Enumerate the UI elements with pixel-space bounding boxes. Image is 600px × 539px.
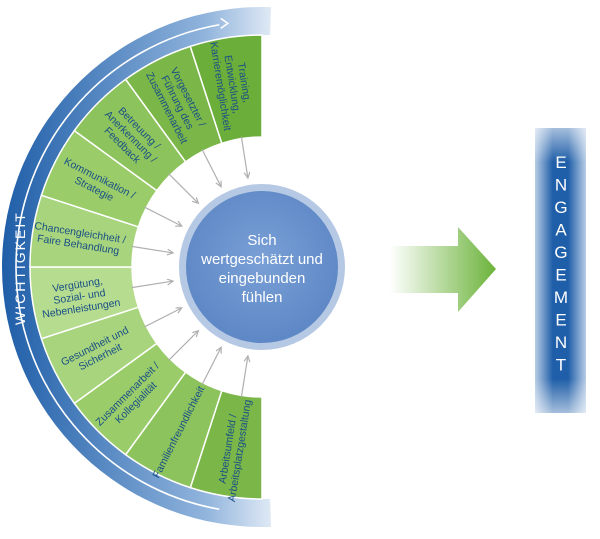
factor-segment: Familienfreundlichkeit [124, 371, 223, 489]
factor-segment: Vergütung,Sozial- undNebenleistungen [29, 266, 140, 340]
center-circle: Sich wertgeschätzt und eingebunden fühle… [179, 184, 345, 350]
center-line-1: Sich [247, 232, 276, 249]
factor-arrows [131, 136, 248, 398]
factor-segment: Betreuung /Anerkennung /Feedback [73, 78, 187, 192]
engagement-letter: G [554, 198, 567, 217]
factor-arrow [131, 281, 173, 289]
factor-segment-shape [189, 34, 263, 145]
factor-arrow [240, 136, 248, 178]
engagement-letter: E [555, 266, 566, 285]
factor-segment: Gesundheit undSicherheit [40, 306, 158, 405]
factor-arrow [144, 206, 181, 226]
factor-arrow [131, 245, 173, 253]
engagement-letter: T [556, 356, 566, 375]
factor-arrow [168, 331, 199, 361]
center-line-3: eingebunden [219, 270, 306, 287]
factor-arrow [168, 173, 199, 204]
engagement-letter: N [555, 176, 567, 195]
factor-arrow [201, 149, 221, 186]
engagement-letter: M [554, 288, 568, 307]
factor-segment: Kommunikation /Strategie [40, 129, 158, 228]
engagement-letter: E [555, 311, 566, 330]
engagement-letter: E [555, 153, 566, 172]
big-arrow [390, 227, 496, 312]
importance-arc-line [15, 23, 220, 511]
importance-arrowhead [220, 17, 230, 30]
factor-arrow [144, 308, 181, 328]
factor-segment: Chancengleichheit /Faire Behandlung [29, 194, 140, 268]
factor-segment: Zusammenarbeit /Kollegialität [73, 342, 187, 456]
factor-segments: Arbeitsumfeld /ArbeitsplatzgestaltungFam… [29, 34, 263, 503]
importance-label-group: WICHTIGKEIT [12, 211, 28, 325]
factor-arrow [240, 356, 248, 398]
center-line-2: wertgeschätzt und [200, 251, 323, 268]
engagement-letter: N [555, 333, 567, 352]
center-line-4: fühlen [242, 289, 283, 306]
importance-label: WICHTIGKEIT [12, 211, 28, 325]
engagement-letter: G [554, 243, 567, 262]
factor-label: Training,Entwicklung,Karrieremöglichkeit [207, 37, 257, 131]
factor-segment: Training,Entwicklung,Karrieremöglichkeit [189, 34, 263, 145]
factor-arrow [201, 347, 221, 385]
engagement-letter: A [555, 221, 567, 240]
